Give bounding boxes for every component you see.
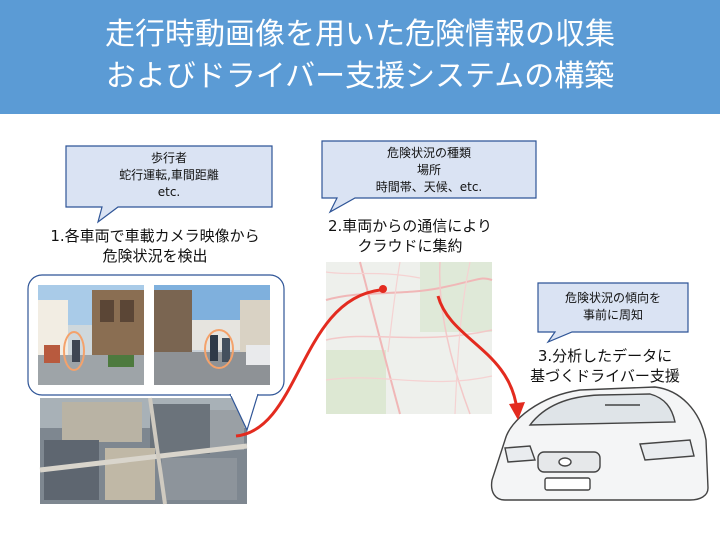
callout-left-shape: [65, 145, 273, 224]
callout-right-shape: [537, 282, 689, 344]
step1-line2: 危険状況を検出: [102, 247, 208, 265]
arrow-to-cloud: [235, 288, 381, 438]
street-photo-1: [38, 285, 144, 385]
street-photo-2: [154, 285, 270, 385]
arrow-to-car: [436, 295, 519, 411]
step3-line1: 3.分析したデータに: [537, 347, 673, 365]
callout-right-line2: 事前に周知: [582, 308, 643, 322]
title-bar: [0, 0, 720, 114]
step2-line2: クラウドに集約: [357, 237, 463, 255]
callout-middle-line2: 場所: [416, 163, 441, 177]
callout-right-line1: 危険状況の傾向を: [564, 291, 661, 305]
arrow-to-car-head: [509, 402, 525, 420]
slide-title-line2: およびドライバー支援システムの構築: [105, 59, 615, 94]
callout-left-line2: 蛇行運転,車間距離: [119, 168, 219, 182]
step2-line1: 2.車両からの通信により: [327, 217, 492, 235]
slide-title-line1: 走行時動画像を用いた危険情報の収集: [105, 17, 615, 52]
street-photo-panel-tail: [229, 393, 259, 432]
highlight-circle-1: [63, 331, 85, 371]
highlight-circle-2: [204, 329, 234, 369]
callout-left-line3: etc.: [157, 185, 181, 199]
step3-line2: 基づくドライバー支援: [530, 367, 680, 385]
aerial-city-photo: [39, 397, 248, 505]
car-illustration: [490, 386, 709, 501]
step1-line1: 1.各車両で車載カメラ映像から: [50, 227, 260, 245]
callout-middle-line3: 時間帯、天候、etc.: [375, 180, 483, 194]
arrow-to-cloud-tip: [379, 285, 387, 293]
callout-middle-line1: 危険状況の種類: [386, 146, 471, 160]
callout-left-line1: 歩行者: [150, 151, 187, 165]
callout-middle-shape: [321, 140, 537, 214]
